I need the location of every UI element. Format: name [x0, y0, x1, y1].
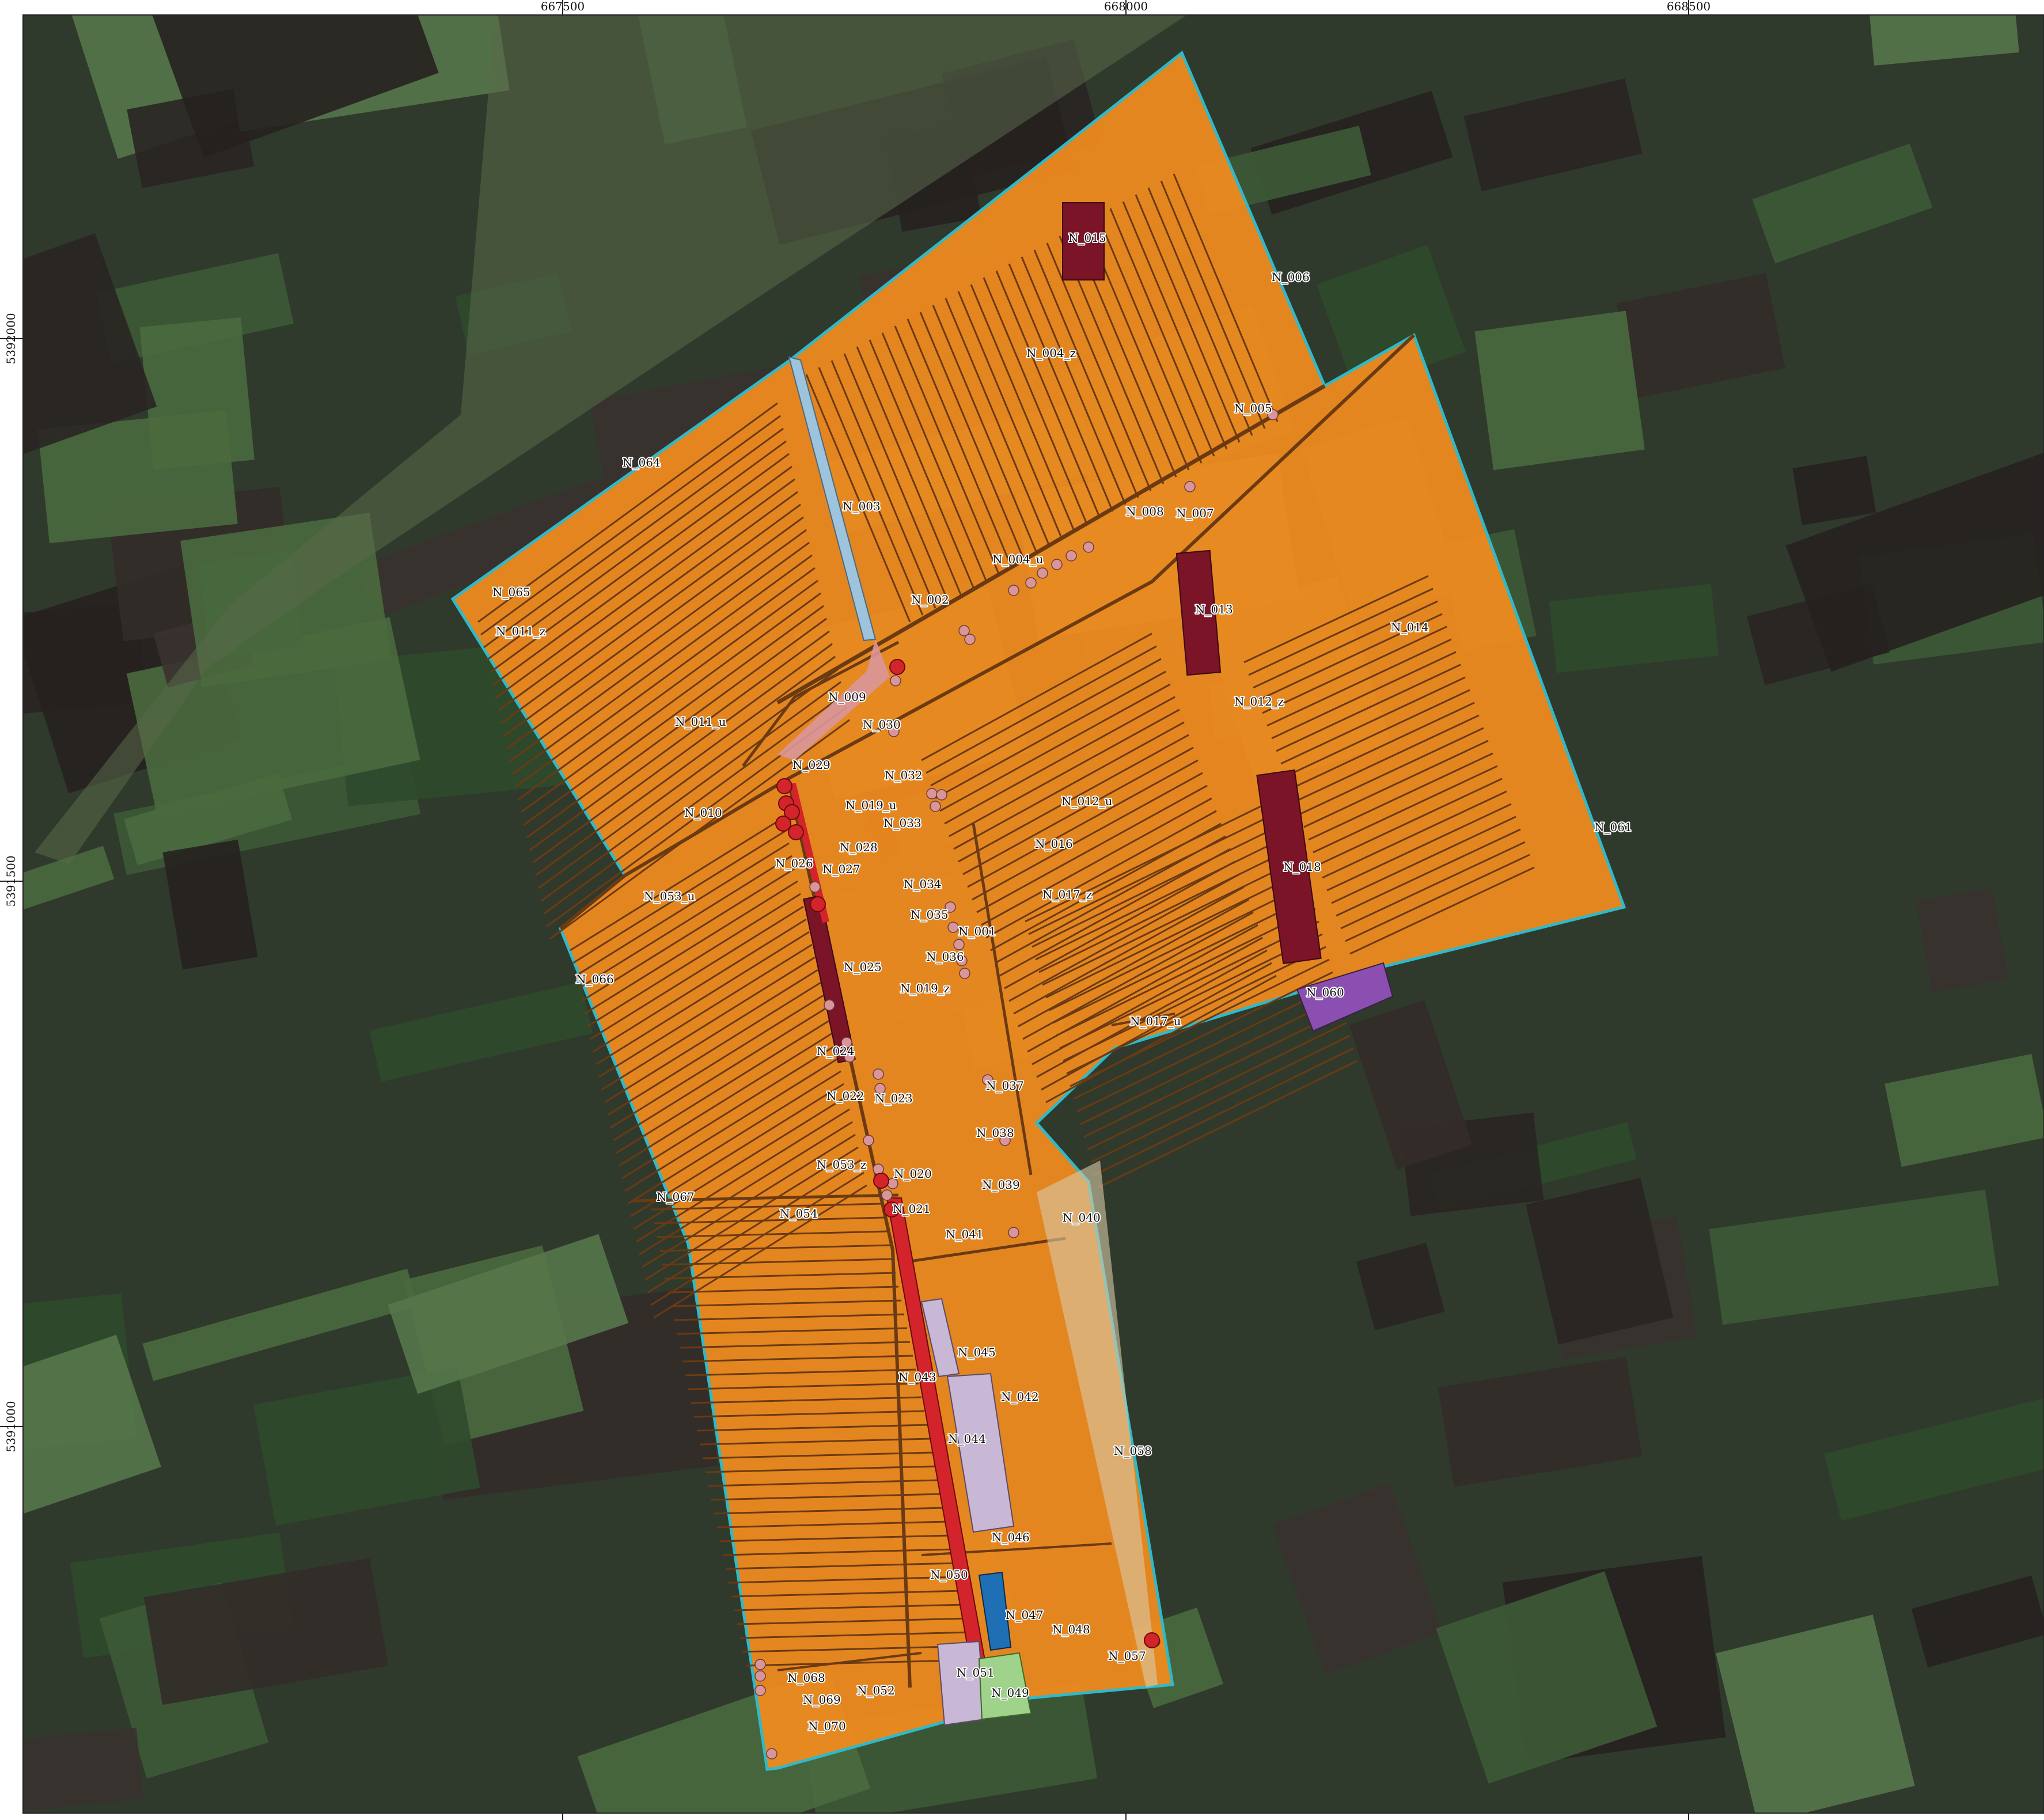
block-N_047 [978, 1571, 1012, 1651]
feature-label: N_007 [1176, 506, 1214, 520]
feature-label: N_004_z [1026, 346, 1076, 360]
feature-label: N_035 [911, 908, 949, 922]
feature-label: N_034 [904, 877, 942, 891]
block-N_049 [978, 1652, 1032, 1720]
trench-lines [477, 173, 1535, 1667]
feature-label: N_047 [1006, 1608, 1044, 1622]
feature-label: N_069 [803, 1693, 841, 1707]
feature-label: N_029 [792, 758, 831, 772]
feature-label: N_001 [958, 924, 996, 938]
map-border [22, 14, 2044, 1814]
feature-label: N_011_z [496, 624, 545, 638]
feature-label: N_046 [992, 1530, 1030, 1544]
feature-label: N_037 [986, 1079, 1024, 1093]
feature-label: N_002 [911, 593, 949, 606]
feature-label: N_070 [808, 1719, 846, 1733]
feature-label: N_057 [1108, 1649, 1146, 1663]
feature-label: N_005 [1234, 401, 1272, 415]
feature-label: N_012_u [1061, 794, 1113, 808]
feature-label: N_058 [1114, 1444, 1152, 1458]
feature-label: N_032 [885, 768, 923, 782]
feature-label: N_045 [958, 1345, 996, 1359]
feature-label: N_026 [775, 856, 813, 870]
block-N_044 [946, 1372, 1015, 1533]
feature-label: N_023 [875, 1091, 913, 1105]
x-ticks-top: 667500 668000 668500 [541, 0, 1711, 1820]
feature-label: N_017_z [1042, 888, 1092, 901]
feature-label: N_012_z [1234, 695, 1284, 708]
block-N_013 [1175, 549, 1222, 676]
feature-label: N_054 [780, 1207, 818, 1220]
pink-path [778, 639, 890, 760]
feature-label: N_016 [1035, 837, 1073, 851]
block-N_015 [1062, 202, 1105, 280]
feature-label: N_042 [1001, 1390, 1039, 1404]
feature-label: N_036 [926, 950, 964, 964]
feature-label: N_004_u [992, 552, 1044, 566]
feature-label: N_043 [898, 1370, 936, 1384]
feature-label: N_028 [840, 840, 878, 854]
feature-label: N_044 [948, 1432, 986, 1446]
block-N_060 [1296, 962, 1394, 1032]
y-tick-label: 5391500 [4, 855, 18, 907]
village-settlement [35, 15, 1187, 864]
feature-label: N_052 [857, 1683, 895, 1697]
site-outline [450, 51, 1626, 1771]
feature-label: N_050 [930, 1568, 968, 1582]
y-ticks-left: 5392000 5391500 5391000 [0, 313, 23, 1453]
feature-label: N_022 [826, 1089, 864, 1103]
feature-label: N_040 [1063, 1211, 1101, 1224]
feature-label: N_041 [946, 1227, 984, 1241]
x-tick-label: 668500 [1667, 0, 1711, 13]
block-N_018 [1256, 769, 1322, 965]
feature-label: N_027 [822, 862, 860, 876]
feature-label: N_053_u [644, 889, 695, 903]
feature-label: N_008 [1126, 505, 1164, 518]
feature-label: N_039 [982, 1178, 1020, 1192]
feature-label: N_014 [1391, 620, 1429, 634]
feature-label: N_025 [844, 960, 882, 974]
feature-label: N_009 [828, 690, 866, 704]
feature-label: N_033 [883, 816, 921, 830]
block-N_045 [920, 1298, 960, 1378]
excavation-site [450, 51, 1626, 1771]
feature-label: N_003 [843, 499, 881, 513]
feature-label: N_038 [976, 1126, 1014, 1140]
feature-label: N_067 [657, 1190, 695, 1204]
feature-label: N_013 [1195, 602, 1233, 616]
feature-label: N_049 [991, 1686, 1029, 1700]
feature-label: N_061 [1594, 820, 1632, 834]
feature-label: N_065 [492, 585, 530, 599]
feature-label: N_015 [1068, 231, 1106, 245]
feature-label: N_018 [1283, 860, 1321, 874]
feature-label: N_060 [1306, 985, 1344, 999]
sand-area [1037, 1161, 1158, 1688]
feature-label: N_019_z [900, 981, 950, 995]
y-tick-label: 5391000 [4, 1401, 18, 1452]
find-markers [754, 409, 1279, 1760]
y-tick-label: 5392000 [4, 313, 18, 364]
feature-label: N_053_z [817, 1158, 866, 1171]
feature-label: N_011_u [675, 715, 726, 729]
feature-label: N_068 [787, 1671, 825, 1685]
x-tick-label: 668000 [1104, 0, 1148, 13]
feature-label: N_030 [863, 718, 901, 731]
x-tick-label: 667500 [541, 0, 585, 13]
feature-label: N_066 [576, 972, 614, 986]
feature-label: N_010 [684, 806, 722, 820]
feature-label: N_017_u [1130, 1014, 1181, 1028]
feature-label: N_020 [894, 1167, 932, 1181]
block-N_051 [936, 1640, 986, 1726]
feature-label: N_051 [957, 1666, 995, 1679]
feature-label: N_006 [1272, 270, 1310, 284]
feature-label: N_048 [1052, 1622, 1090, 1636]
feature-label: N_019_u [845, 798, 897, 812]
feature-label: N_024 [817, 1044, 855, 1058]
feature-label: N_021 [893, 1202, 931, 1216]
feature-label: N_064 [623, 456, 661, 469]
